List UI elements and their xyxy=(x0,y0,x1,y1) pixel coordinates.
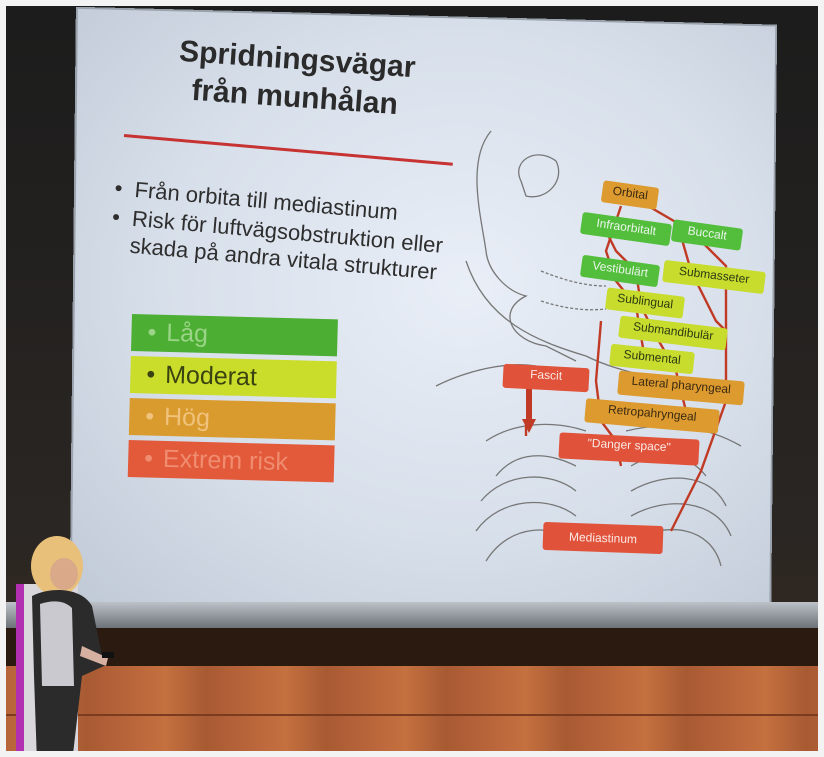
teeth-upper xyxy=(540,270,607,287)
stage-backdrop xyxy=(6,628,818,668)
legend-high-label: Hög xyxy=(163,402,211,433)
teeth-lower xyxy=(540,300,607,311)
legend-low: •Låg xyxy=(131,314,338,357)
anatomy-drawing xyxy=(435,130,742,567)
wood-panel-wall xyxy=(6,666,818,751)
space-mediastinum: Mediastinum xyxy=(542,521,664,555)
presenter xyxy=(31,536,114,751)
rib-r2 xyxy=(630,477,727,507)
skull-outline xyxy=(476,130,577,362)
rib-r3 xyxy=(630,503,732,537)
risk-legend: •Låg •Moderat •Hög •Extrem risk xyxy=(127,314,338,487)
legend-high: •Hög xyxy=(128,397,336,441)
rib-1 xyxy=(495,455,577,477)
legend-low-label: Låg xyxy=(165,318,209,348)
eye-socket xyxy=(518,154,560,198)
clavicle-left xyxy=(485,423,587,442)
legend-extreme-label: Extrem risk xyxy=(162,444,289,477)
space-fascit: Fascit xyxy=(502,363,590,393)
rib-2 xyxy=(480,476,577,502)
jaw-line xyxy=(465,260,647,377)
fascit-arrow-head xyxy=(522,419,536,433)
rib-3 xyxy=(475,501,577,532)
screen-bottom-bar xyxy=(6,602,818,628)
legend-moderate: •Moderat xyxy=(129,355,337,399)
legend-moderate-label: Moderat xyxy=(164,360,258,392)
legend-extreme: •Extrem risk xyxy=(127,439,335,483)
